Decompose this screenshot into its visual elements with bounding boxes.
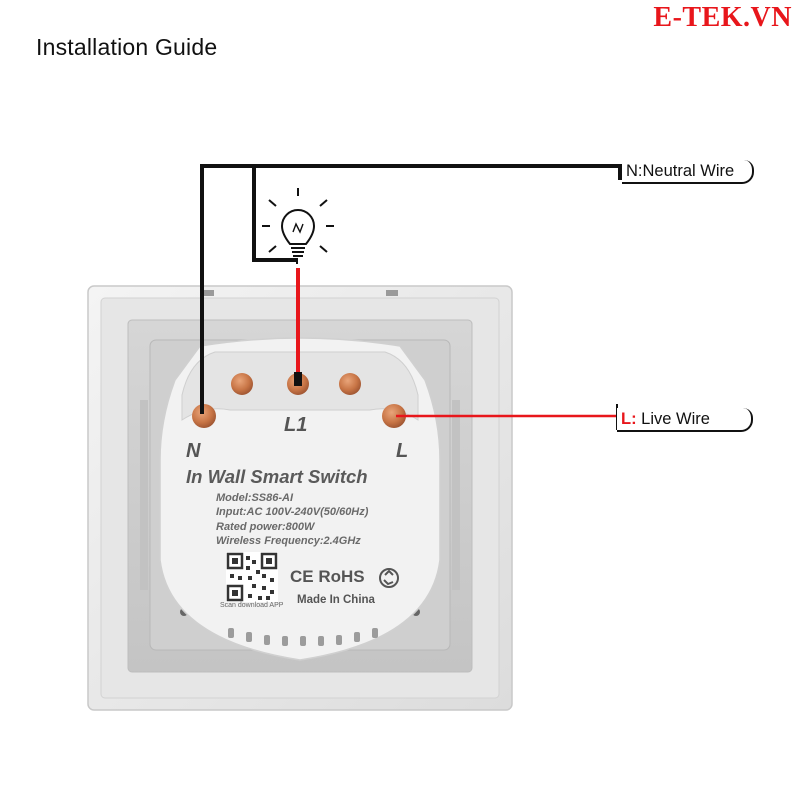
light-bulb-icon [262,188,334,264]
cert-marks: CE RoHS [290,567,365,586]
live-wire-label: L: Live Wire [617,408,753,432]
bulb-neutral-wire [252,168,296,262]
live-wire-prefix: L: [621,410,637,428]
neutral-wire-label: N:Neutral Wire [622,160,754,184]
terminal-label-l1: L1 [284,414,308,436]
neutral-wire [200,164,622,414]
qr-code-icon [226,552,278,602]
qr-caption: Scan download APP [220,602,284,609]
terminal-l [382,404,406,428]
terminals [192,373,406,428]
terminal-n [192,404,216,428]
page-title: Installation Guide [36,34,218,60]
spec-rated-power: Rated power:800W [216,521,315,533]
made-in-label: Made In China [297,594,375,606]
terminal-label-l: L [396,440,409,462]
terminal-top-1 [231,373,253,395]
spec-input: Input:AC 100V-240V(50/60Hz) [216,506,369,518]
recycle-icon [379,568,399,588]
brand-logo: E-TEK.VN [653,2,792,33]
product-name: In Wall Smart Switch [186,466,368,487]
spec-model: Model:SS86-AI [216,492,294,504]
terminal-label-n: N [186,440,201,462]
live-wire-text: Live Wire [641,410,710,428]
spec-wireless: Wireless Frequency:2.4GHz [216,535,361,547]
wiring [200,164,622,430]
terminal-top-3 [339,373,361,395]
neutral-wire-text: N:Neutral Wire [626,162,735,180]
